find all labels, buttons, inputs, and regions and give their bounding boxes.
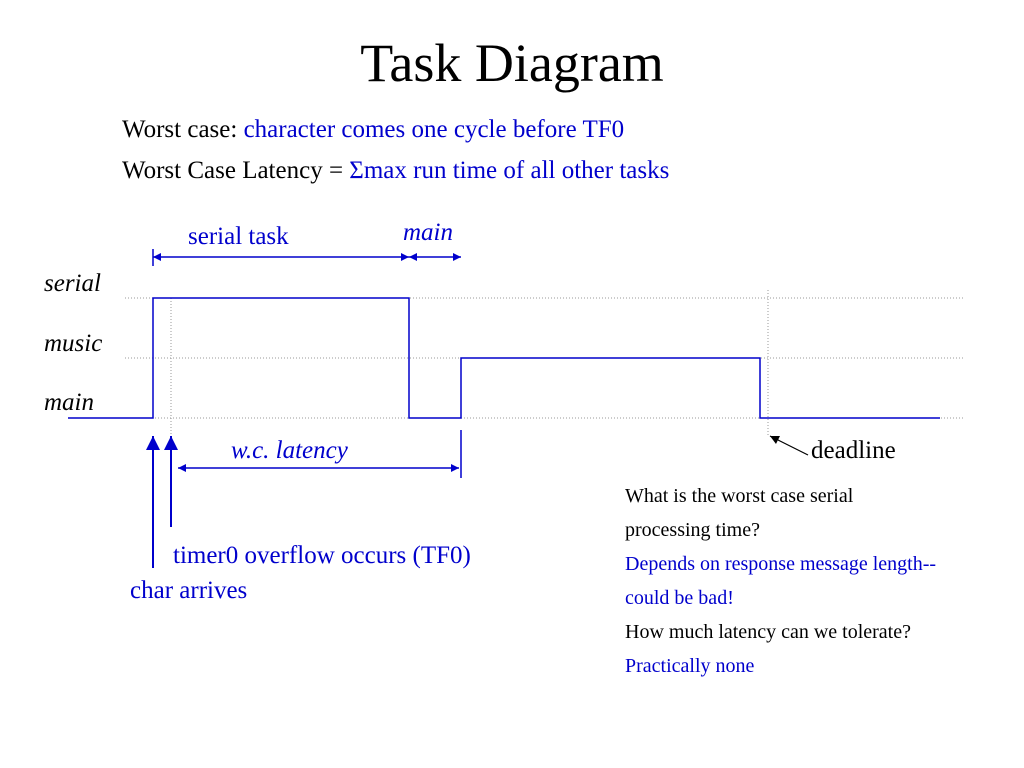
- deadline-pointer-arrow: [769, 435, 809, 456]
- note-answer-2-text: Practically none: [625, 655, 755, 677]
- row-label-main: main: [44, 389, 94, 416]
- slide-title: Task Diagram: [360, 33, 664, 93]
- latency-line: Worst Case Latency = Σmax run time of al…: [122, 153, 669, 189]
- note-question-1-text: What is the worst case serial processing…: [625, 485, 854, 541]
- note-answer-1: Depends on response message length--coul…: [625, 547, 980, 615]
- deadline-label: deadline: [811, 437, 896, 464]
- worst-case-label: Worst case:: [122, 116, 244, 143]
- main-span-label: main: [403, 219, 453, 246]
- note-question-2-text: How much latency can we tolerate?: [625, 621, 911, 643]
- worst-case-value: character comes one cycle before TF0: [243, 116, 625, 143]
- latency-label: Worst Case Latency =: [122, 157, 350, 184]
- row-label-serial: serial: [44, 270, 101, 297]
- timer0-overflow-label: timer0 overflow occurs (TF0): [173, 542, 471, 569]
- row-label-music: music: [44, 330, 103, 357]
- note-question-1: What is the worst case serial processing…: [625, 479, 880, 547]
- notes-block: What is the worst case serial processing…: [625, 479, 1005, 683]
- worst-case-line: Worst case: character comes one cycle be…: [122, 112, 624, 148]
- task-waveform: [68, 297, 940, 419]
- latency-value: Σmax run time of all other tasks: [349, 157, 670, 184]
- char-arrives-label: char arrives: [130, 577, 248, 604]
- note-answer-1-text: Depends on response message length--coul…: [625, 553, 937, 609]
- serial-task-label: serial task: [188, 223, 289, 250]
- wc-latency-label: w.c. latency: [231, 437, 348, 464]
- note-question-2: How much latency can we tolerate? Practi…: [625, 615, 945, 683]
